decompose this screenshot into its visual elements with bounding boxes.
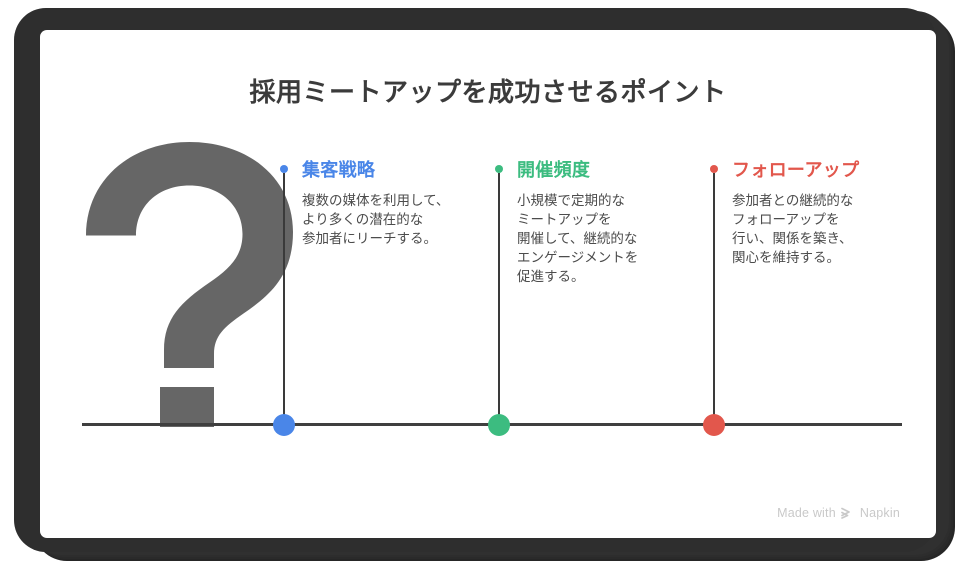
column-body-1: 複数の媒体を利用して、 より多くの潜在的な 参加者にリーチする。: [302, 193, 450, 246]
column-top-dot-icon-3: [710, 165, 718, 173]
timeline-node-dot-3: [703, 414, 725, 436]
column-top-dot-icon-2: [495, 165, 503, 173]
column-label-3: フォローアップ: [732, 160, 860, 180]
column-connector-line-3: [713, 173, 715, 424]
device-frame: 採用ミートアップを成功させるポイント 集客戦略 複数の媒体を利用して、 より多く…: [14, 8, 936, 552]
timeline-node-dot-1: [273, 414, 295, 436]
column-label-1: 集客戦略: [302, 160, 376, 180]
watermark-brand-label: Napkin: [859, 506, 900, 520]
slide-canvas: 採用ミートアップを成功させるポイント 集客戦略 複数の媒体を利用して、 より多く…: [40, 30, 936, 538]
page-title: 採用ミートアップを成功させるポイント: [249, 77, 727, 107]
timeline-node-dot-2: [488, 414, 510, 436]
column-connector-line-2: [498, 173, 500, 424]
napkin-chevron-icon: [841, 507, 855, 519]
watermark-prefix-label: Made with: [777, 506, 836, 520]
column-top-dot-icon-1: [280, 165, 288, 173]
column-connector-line-1: [283, 173, 285, 424]
column-body-3: 参加者との継続的な フォローアップを 行い、関係を築き、 関心を維持する。: [732, 193, 854, 265]
question-mark-icon: [82, 142, 297, 427]
napkin-watermark: Made with Napkin: [777, 506, 900, 520]
column-label-2: 開催頻度: [517, 160, 591, 180]
column-body-2: 小規模で定期的な ミートアップを 開催して、継続的な エンゲージメントを 促進す…: [517, 193, 639, 284]
